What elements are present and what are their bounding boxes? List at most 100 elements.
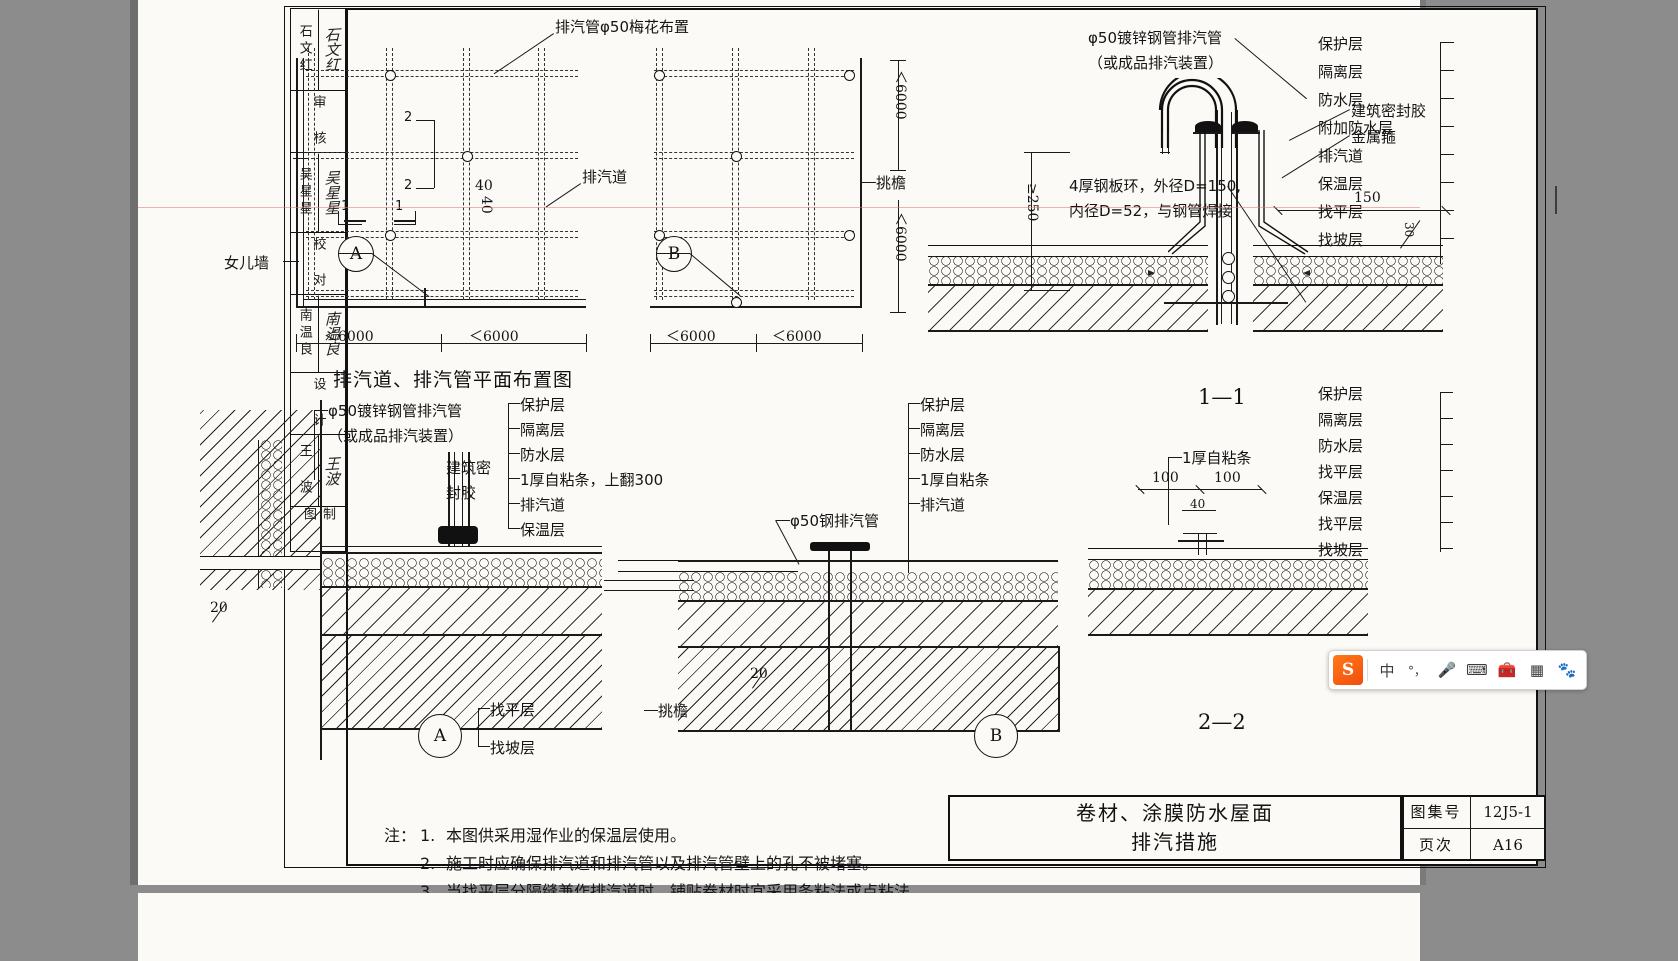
plan-section-line — [338, 211, 339, 225]
microphone-icon[interactable]: 🎤 — [1437, 661, 1457, 679]
plan-parapet-outer — [296, 58, 298, 308]
sec11-insulation-right — [1253, 256, 1443, 284]
page-shadow-left — [130, 0, 138, 885]
detailA-slab-bottom — [322, 634, 602, 636]
sec11-flow-arrow — [1303, 270, 1310, 276]
plan-section-line — [416, 188, 434, 189]
detailB-insulation — [678, 572, 1058, 600]
detailA-pipe-right — [468, 452, 470, 547]
sec22-strip — [1178, 540, 1224, 542]
section-1-1-title: 1—1 — [1198, 385, 1246, 409]
sec11-layer-label: 找坡层 — [1318, 231, 1364, 249]
plan-dim-40-b: 40 — [478, 196, 494, 214]
plan2-vent-pipe — [844, 70, 855, 81]
sec11-callout-hoop: 金属箍 — [1351, 128, 1397, 146]
detailA-layer-tick — [478, 708, 490, 709]
plan-detail-bubble-A-label: A — [349, 244, 363, 264]
drawing-title-line-2: 排汽措施 — [1131, 830, 1219, 854]
plan2-duct-h — [654, 296, 854, 297]
document-page: 石文红 石文红 审 核 吴星星 吴星星 校 对 南温良 南温良 设 计 王 波 — [138, 0, 1546, 901]
sec11-pipe-hole — [1222, 290, 1235, 303]
plan-dim-v-bottom: ＜6000 — [892, 212, 908, 262]
plan-section-line — [434, 120, 435, 188]
detailA-bottom-layer-label: 找坡层 — [490, 739, 536, 757]
title-table — [948, 795, 1402, 861]
plan2-vent-pipe — [654, 70, 665, 81]
sec22-layer-tick — [1440, 392, 1453, 393]
notes-prefix: 注： — [384, 826, 417, 845]
detailA-sealant-blob — [438, 526, 478, 544]
sec22-dim-line-40 — [1182, 510, 1216, 511]
plan2-vent-pipe — [731, 297, 742, 308]
plan2-duct-v — [662, 48, 663, 300]
detailB-layer-label: 保护层 — [920, 396, 966, 414]
detailB-layer-tick — [908, 453, 920, 454]
plan-detail-bubble-B-label: B — [667, 244, 681, 264]
detailA-callout-sealant-2: 封胶 — [446, 484, 477, 502]
sec22-layer-tick — [1440, 496, 1453, 497]
detailA-wall-insulation — [260, 440, 282, 588]
punctuation-icon[interactable]: °， — [1407, 663, 1426, 678]
ime-language-mode-button[interactable]: 中 — [1379, 661, 1395, 680]
toolbox-icon[interactable]: 🧰 — [1497, 661, 1517, 679]
detailB-slab-top — [678, 600, 1058, 602]
sec11-dim-line-v — [1031, 152, 1032, 290]
detailA-insul-edge — [258, 440, 259, 588]
plan-opening-mark — [293, 152, 307, 153]
plan2-duct-v — [732, 48, 733, 300]
sec11-hoop-right — [1232, 132, 1260, 134]
detailB-layer-tick — [908, 428, 920, 429]
dim-line-v — [898, 60, 899, 170]
ime-toolbar[interactable]: S 中 °， 🎤 ⌨ 🧰 ▦ 🐾 — [1328, 650, 1587, 690]
plan2-duct-h — [654, 237, 854, 238]
plan2-duct-v — [814, 48, 815, 300]
sec11-layer-tick — [1440, 154, 1454, 155]
plan-dim-v-top: ＜6000 — [892, 70, 908, 120]
detailB-layer-tick — [908, 403, 920, 404]
detailB-layer-tick — [908, 503, 920, 504]
detailA-layer-label: 排汽道 — [520, 496, 566, 514]
detailB-concrete — [678, 602, 1058, 646]
plan2-bottom — [650, 306, 862, 308]
sec11-slab-bottom-r — [1253, 330, 1443, 332]
sec22-layer-tick — [1440, 548, 1453, 549]
document-page-next — [138, 893, 1420, 961]
sec11-layer-label: 保护层 — [1318, 35, 1364, 53]
detailB-layer-label: 防水层 — [920, 446, 966, 464]
sogou-logo-icon[interactable]: S — [1333, 655, 1363, 685]
plan-opening-mark — [293, 158, 307, 159]
dim-tick — [1024, 152, 1070, 153]
sec11-callout-pipe-2: （或成品排汽装置） — [1088, 54, 1224, 72]
note-index: 1. — [420, 826, 436, 845]
sec22-layer-tick — [1440, 444, 1453, 445]
sec11-layer-label: 防水层 — [1318, 91, 1364, 109]
dim-tick — [890, 170, 906, 171]
detailA-layer-spine-bottom — [478, 708, 479, 746]
detailA-callout-sealant-1: 建筑密 — [446, 459, 492, 477]
sec11-gooseneck-end — [1168, 132, 1169, 154]
plan-parapet-bottom-inner — [303, 299, 586, 300]
plan2-duct-h — [654, 152, 854, 153]
sec11-callout-plate-2: 内径D=52，与钢管焊接 — [1069, 202, 1233, 220]
plan-duct-h — [306, 152, 578, 153]
dim-tick — [296, 334, 297, 352]
title-table-divider-v — [1470, 795, 1471, 861]
keyboard-icon[interactable]: ⌨ — [1466, 661, 1488, 679]
detailB-layer-label: 排汽道 — [920, 496, 966, 514]
detailB-slab-bottom — [678, 646, 1058, 648]
sec11-hoop-left — [1193, 132, 1221, 134]
notes-row: 2. 施工时应确保排汽道和排汽管以及排汽管壁上的孔不被堵塞。 — [384, 850, 926, 878]
detailA-layer-label: 保护层 — [520, 396, 566, 414]
plan-duct-h — [306, 296, 578, 297]
plan-duct-v — [392, 48, 393, 300]
detailA-layer-label: 隔离层 — [520, 421, 566, 439]
sec11-layer-tick — [1440, 42, 1454, 43]
plan-dim-40-a: 40 — [475, 178, 493, 194]
plan-section-line — [415, 211, 416, 225]
ime-menu-icon[interactable]: 🐾 — [1557, 661, 1577, 679]
sec11-dim-height: ≥250 — [1024, 183, 1040, 222]
apps-grid-icon[interactable]: ▦ — [1529, 661, 1545, 679]
plan2-vent-pipe — [844, 230, 855, 241]
plan2-duct-h — [654, 231, 854, 232]
sec22-layer-label: 隔离层 — [1318, 411, 1364, 429]
